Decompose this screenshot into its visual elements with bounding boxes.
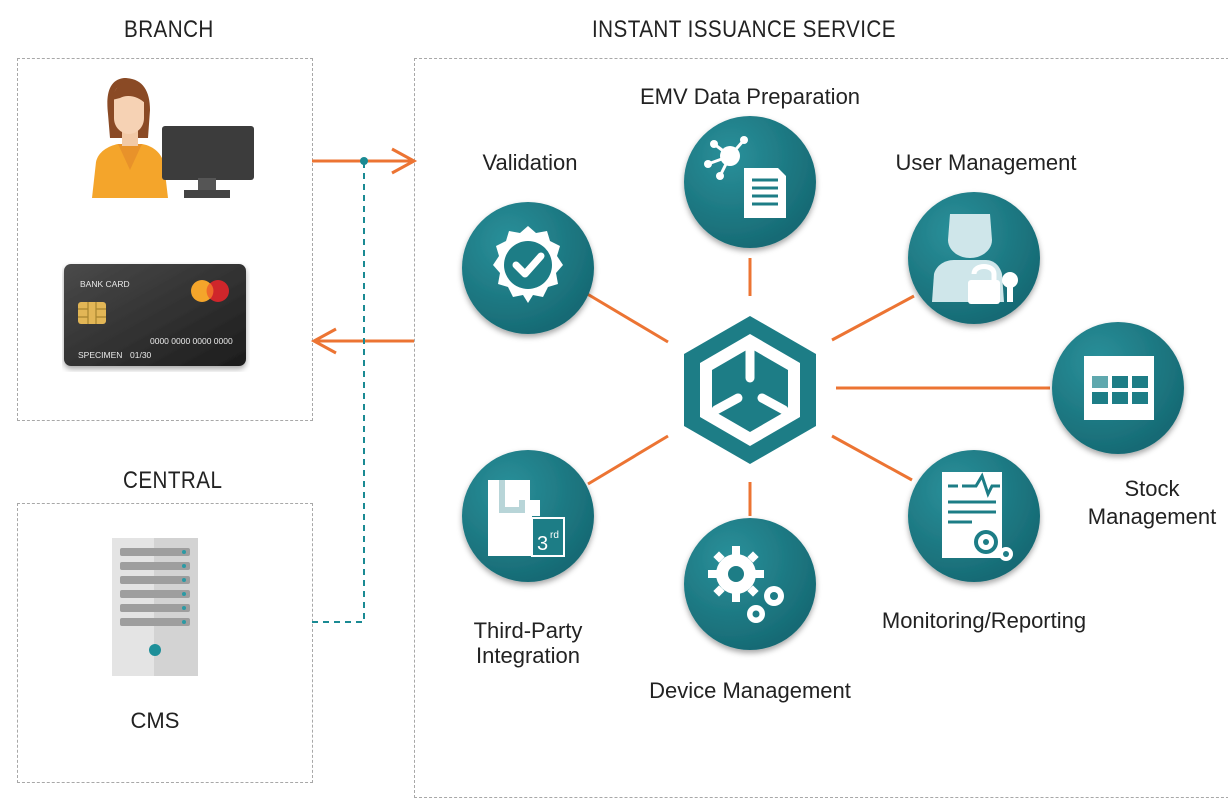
user-management-label: User Management	[895, 150, 1077, 175]
hub-cube-icon	[684, 316, 816, 464]
branch-title: BRANCH	[124, 16, 214, 43]
monitoring-node[interactable]	[902, 446, 1048, 592]
cms-server-icon	[112, 538, 198, 676]
stock-management-node[interactable]	[1046, 318, 1192, 464]
report-gears-icon	[942, 472, 1013, 561]
branch-box	[17, 58, 313, 421]
cms-label: CMS	[130, 708, 180, 733]
spoke-validation	[583, 290, 669, 344]
branch-operator-illustration	[92, 78, 254, 198]
connector-layer	[310, 147, 1050, 623]
stock-management-label-1: Stock	[1124, 476, 1180, 501]
response-arrow-head	[310, 327, 337, 355]
validation-label: Validation	[482, 150, 578, 175]
user-lock-icon	[932, 214, 1018, 304]
emv-label: EMV Data Preparation	[639, 84, 861, 109]
cms-link-dashed	[312, 161, 365, 623]
emv-node[interactable]	[678, 112, 824, 258]
request-arrow-head	[391, 147, 418, 175]
third-party-node[interactable]: 3 rd	[456, 446, 602, 592]
service-title: INSTANT ISSUANCE SERVICE	[592, 16, 896, 43]
grid-table-icon	[1084, 356, 1154, 420]
document-network-icon	[704, 136, 786, 218]
card-expiry: 01/30	[130, 350, 152, 360]
third-party-icon	[488, 480, 565, 557]
badge-check-icon	[493, 226, 563, 303]
card-holder: SPECIMEN	[78, 350, 123, 360]
user-management-node[interactable]	[902, 188, 1048, 334]
cms-link-junction	[360, 157, 368, 165]
third-party-badge: 3	[537, 533, 548, 555]
central-title: CENTRAL	[123, 467, 223, 494]
third-party-badge-sup: rd	[550, 530, 559, 541]
validation-node[interactable]	[456, 198, 602, 344]
spoke-monitoring	[831, 434, 913, 482]
device-management-label: Device Management	[649, 678, 851, 703]
card-title: BANK CARD	[80, 279, 130, 289]
bank-card-illustration	[64, 264, 246, 366]
device-management-node[interactable]	[678, 514, 824, 660]
stock-management-label-2: Management	[1087, 504, 1217, 529]
third-party-label-2: Integration	[476, 643, 580, 668]
spoke-thirdparty	[587, 434, 669, 486]
spoke-user	[831, 294, 915, 342]
card-number: 0000 0000 0000 0000	[150, 336, 233, 346]
third-party-label-1: Third-Party	[473, 618, 583, 643]
monitoring-label: Monitoring/Reporting	[881, 608, 1087, 633]
